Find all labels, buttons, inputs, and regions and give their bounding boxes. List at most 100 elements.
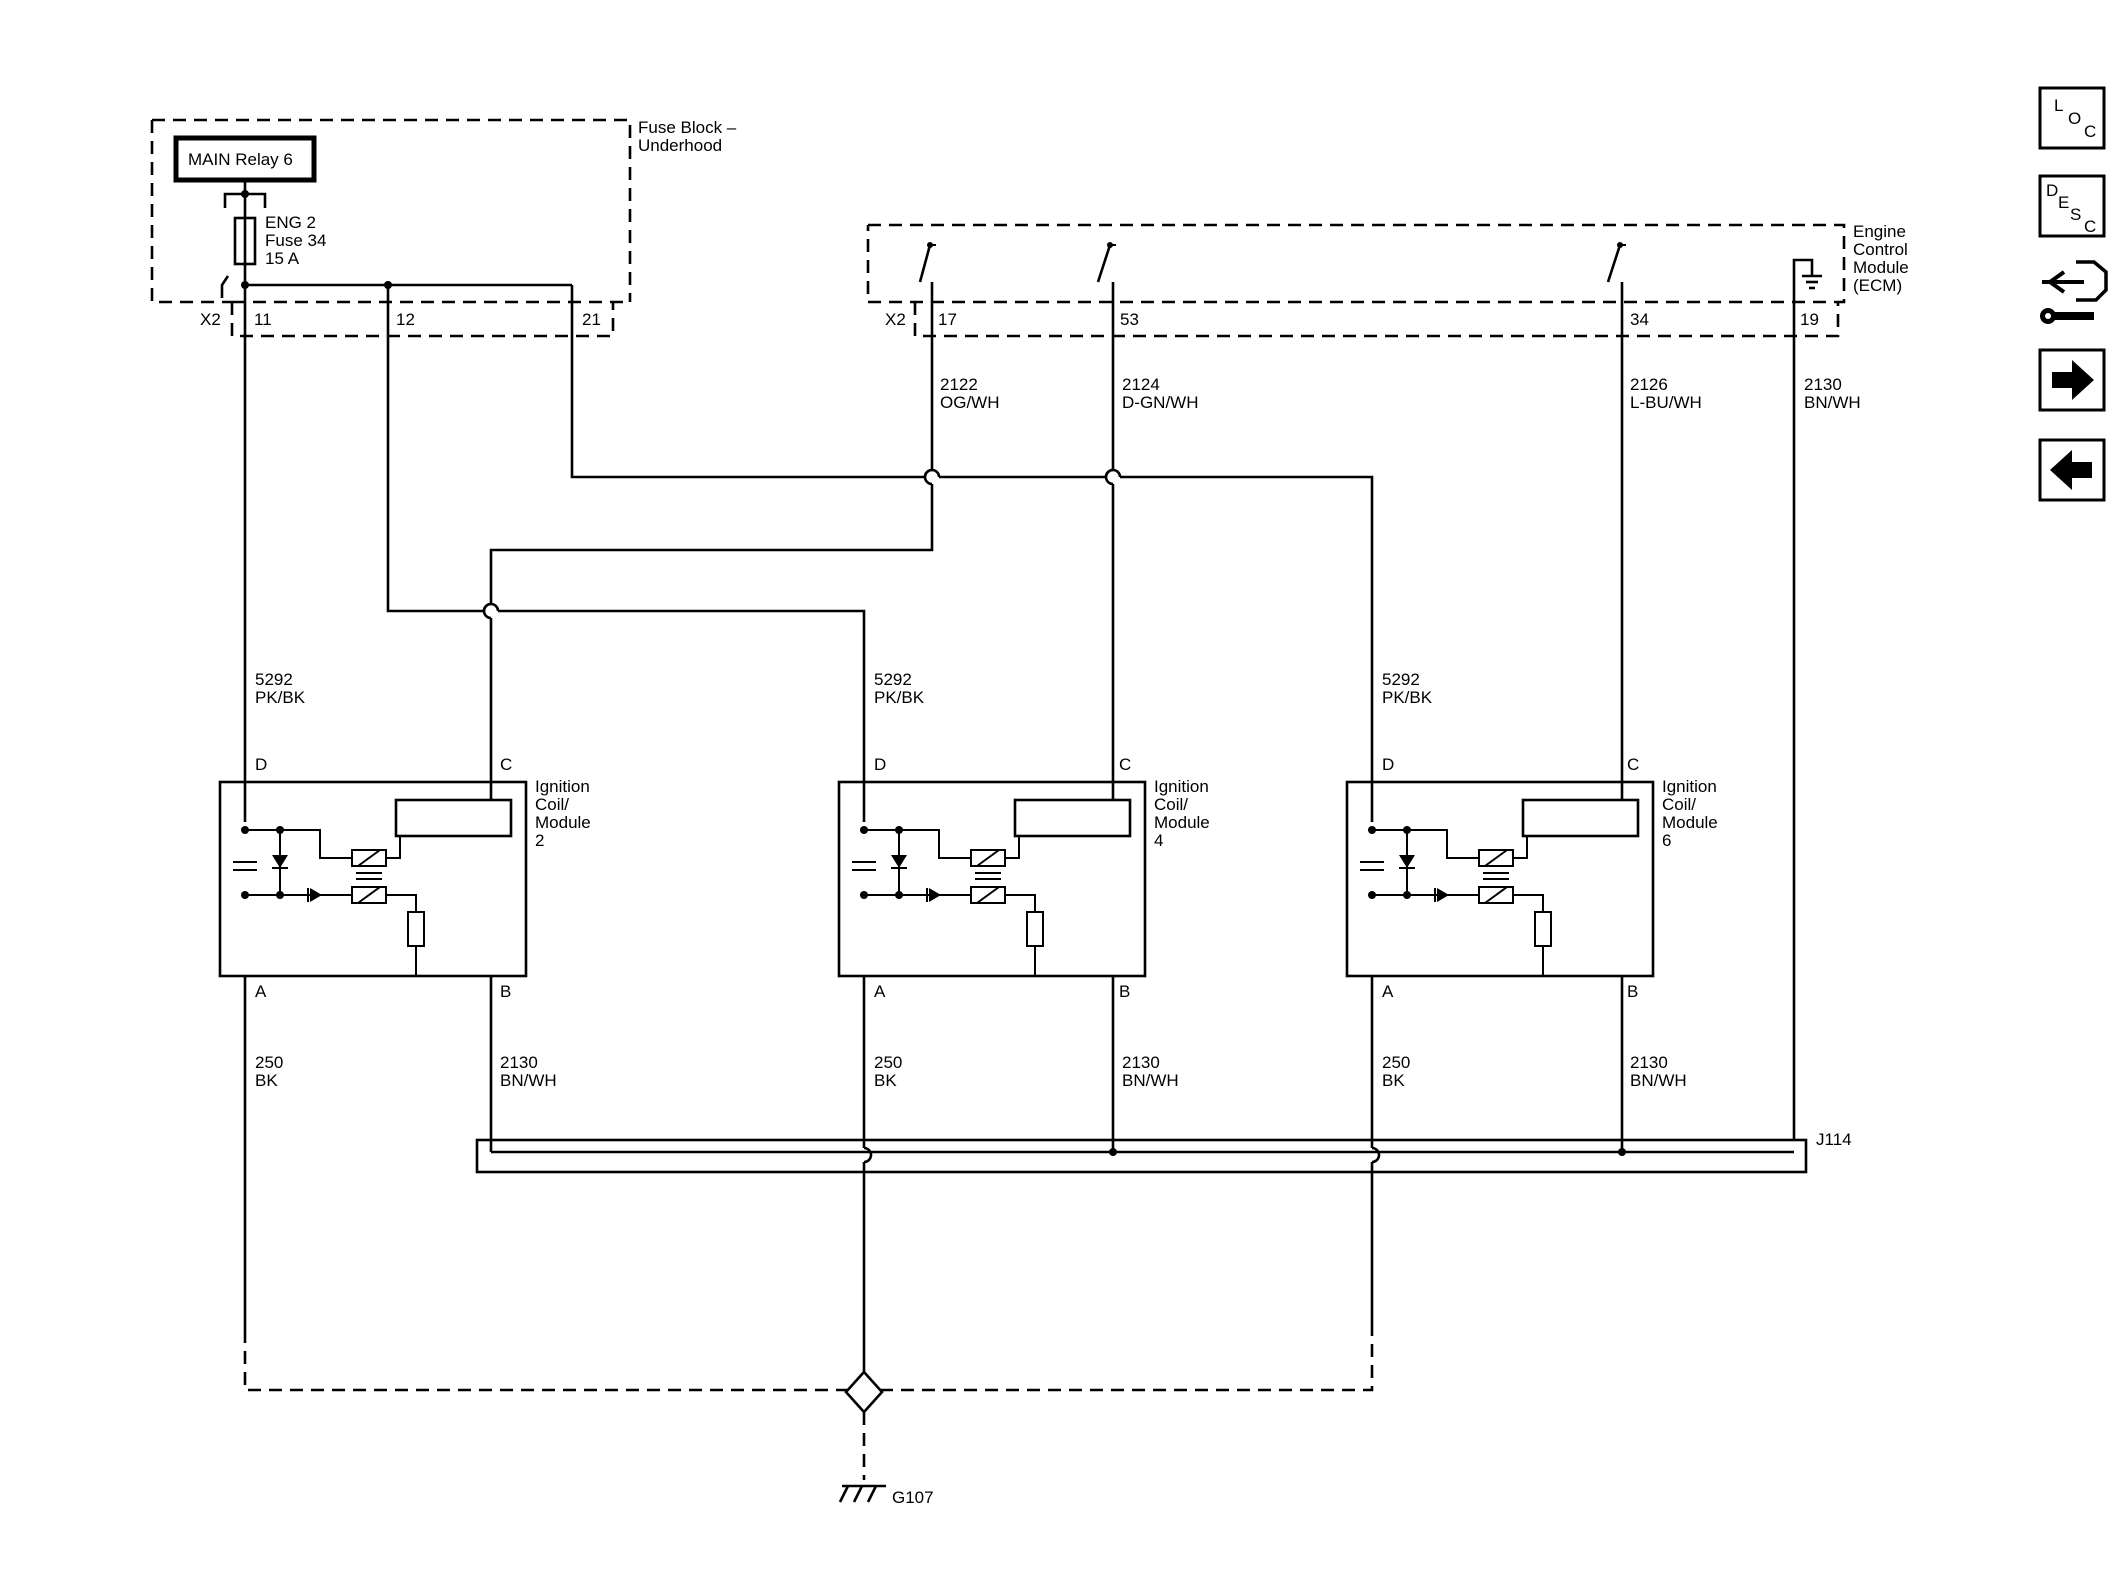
- arrow-left-icon: [2050, 450, 2092, 490]
- svg-text:Coil/: Coil/: [1154, 795, 1188, 814]
- next-button[interactable]: [2038, 348, 2106, 412]
- svg-text:250: 250: [1382, 1053, 1410, 1072]
- engine-control-module: Engine Control Module (ECM) X2 17 53 3: [866, 222, 1909, 338]
- svg-text:BK: BK: [255, 1071, 278, 1090]
- svg-text:2122: 2122: [940, 375, 978, 394]
- arrow-right-icon: [2052, 360, 2094, 400]
- svg-text:2130: 2130: [1630, 1053, 1668, 1072]
- svg-text:G107: G107: [892, 1488, 934, 1507]
- svg-text:E: E: [2058, 193, 2069, 212]
- svg-text:L-BU/WH: L-BU/WH: [1630, 393, 1702, 412]
- svg-text:250: 250: [255, 1053, 283, 1072]
- svg-text:B: B: [1627, 982, 1638, 1001]
- svg-text:C: C: [2084, 217, 2096, 236]
- svg-text:Module: Module: [1662, 813, 1718, 832]
- svg-text:2126: 2126: [1630, 375, 1668, 394]
- fuse-block-label: Underhood: [638, 136, 722, 155]
- connector-wrench-button[interactable]: [2040, 260, 2108, 324]
- pin-label: 12: [396, 310, 415, 329]
- svg-text:BN/WH: BN/WH: [1122, 1071, 1179, 1090]
- svg-text:C: C: [2084, 122, 2096, 141]
- fuse-label: 15 A: [265, 249, 300, 268]
- svg-text:D-GN/WH: D-GN/WH: [1122, 393, 1198, 412]
- svg-text:250: 250: [874, 1053, 902, 1072]
- switch-icon: [1606, 242, 1626, 283]
- ground-symbol-icon: [1792, 258, 1822, 300]
- svg-text:Coil/: Coil/: [1662, 795, 1696, 814]
- main-relay-label: MAIN Relay 6: [188, 150, 293, 169]
- svg-text:5292: 5292: [874, 670, 912, 689]
- switch-icon: [918, 242, 936, 283]
- svg-text:Ignition: Ignition: [1662, 777, 1717, 796]
- svg-text:PK/BK: PK/BK: [874, 688, 925, 707]
- pin-label: 53: [1120, 310, 1139, 329]
- svg-text:O: O: [2068, 109, 2081, 128]
- connector-wrench-icon: [2040, 260, 2108, 324]
- svg-text:BK: BK: [1382, 1071, 1405, 1090]
- svg-text:PK/BK: PK/BK: [1382, 688, 1433, 707]
- pin-label: 34: [1630, 310, 1649, 329]
- ignition-coil-module-6: D C A B Ignition Coil/ Module 6: [1345, 755, 1718, 1001]
- svg-text:6: 6: [1662, 831, 1671, 850]
- ecm-label: (ECM): [1853, 276, 1902, 295]
- fuse-block-connector-label: X2: [200, 310, 221, 329]
- svg-text:5292: 5292: [1382, 670, 1420, 689]
- svg-text:B: B: [1119, 982, 1130, 1001]
- svg-text:2130: 2130: [500, 1053, 538, 1072]
- svg-text:A: A: [1382, 982, 1394, 1001]
- fuse-block-label: Fuse Block –: [638, 118, 737, 137]
- svg-text:D: D: [255, 755, 267, 774]
- svg-text:J114: J114: [1816, 1130, 1852, 1149]
- svg-text:OG/WH: OG/WH: [940, 393, 1000, 412]
- ecm-label: Engine: [1853, 222, 1906, 241]
- wire-labels: 2122 OG/WH 2124 D-GN/WH 2126 L-BU/WH 213…: [255, 375, 1861, 1090]
- ignition-coil-module-4: D C A B Ignition Coil/ Module 4: [837, 755, 1210, 1001]
- ecm-label: Module: [1853, 258, 1909, 277]
- svg-text:C: C: [500, 755, 512, 774]
- ignition-coil-module-2: D C A B Ignition Coil/ Module 2: [218, 755, 591, 1001]
- ecm-label: Control: [1853, 240, 1908, 259]
- svg-text:L: L: [2054, 96, 2063, 115]
- svg-text:B: B: [500, 982, 511, 1001]
- fuse-label: Fuse 34: [265, 231, 326, 250]
- wiring-harness: [243, 282, 1796, 1375]
- svg-text:C: C: [1627, 755, 1639, 774]
- svg-text:2124: 2124: [1122, 375, 1160, 394]
- svg-text:Module: Module: [535, 813, 591, 832]
- prev-button[interactable]: [2038, 438, 2106, 502]
- svg-text:4: 4: [1154, 831, 1163, 850]
- svg-text:S: S: [2070, 205, 2081, 224]
- svg-text:D: D: [2046, 181, 2058, 200]
- svg-text:PK/BK: PK/BK: [255, 688, 306, 707]
- pin-label: 21: [582, 310, 601, 329]
- svg-text:A: A: [255, 982, 267, 1001]
- svg-text:BN/WH: BN/WH: [1804, 393, 1861, 412]
- switch-icon: [1096, 242, 1116, 283]
- ground-g107: G107: [243, 1330, 1374, 1507]
- svg-text:2130: 2130: [1122, 1053, 1160, 1072]
- svg-text:BK: BK: [874, 1071, 897, 1090]
- svg-text:2: 2: [535, 831, 544, 850]
- svg-text:Ignition: Ignition: [535, 777, 590, 796]
- pin-label: 19: [1800, 310, 1819, 329]
- ecm-connector-label: X2: [885, 310, 906, 329]
- pin-label: 17: [938, 310, 957, 329]
- svg-text:C: C: [1119, 755, 1131, 774]
- pin-label: 11: [254, 310, 272, 329]
- svg-text:Ignition: Ignition: [1154, 777, 1209, 796]
- chassis-ground-icon: [838, 1484, 886, 1503]
- fuse-block-underhood: Fuse Block – Underhood MAIN Relay 6 ENG …: [150, 118, 737, 338]
- fuse-label: ENG 2: [265, 213, 316, 232]
- svg-text:BN/WH: BN/WH: [1630, 1071, 1687, 1090]
- desc-button[interactable]: D E S C: [2038, 174, 2106, 238]
- svg-text:5292: 5292: [255, 670, 293, 689]
- svg-text:2130: 2130: [1804, 375, 1842, 394]
- svg-text:A: A: [874, 982, 886, 1001]
- svg-text:Coil/: Coil/: [535, 795, 569, 814]
- svg-text:D: D: [874, 755, 886, 774]
- loc-button[interactable]: L O C: [2038, 86, 2106, 150]
- svg-text:Module: Module: [1154, 813, 1210, 832]
- svg-text:BN/WH: BN/WH: [500, 1071, 557, 1090]
- svg-text:D: D: [1382, 755, 1394, 774]
